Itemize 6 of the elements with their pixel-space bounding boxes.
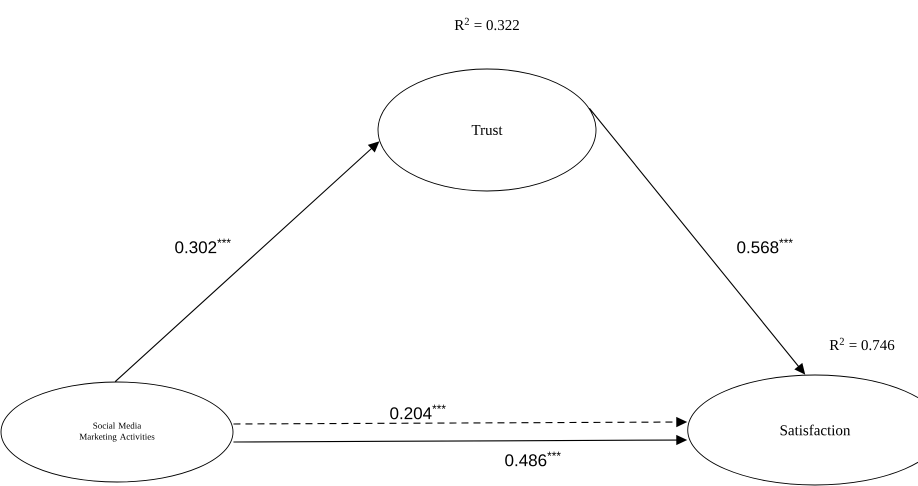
- edge-label: 0.204$^{***}$: [388, 404, 448, 420]
- r-squared-label: R$^{2}$ = 0.322: [454, 18, 519, 30]
- edge-label: 0.568$^{***}$: [736, 238, 794, 254]
- r-squared-label: R$^{2}$ = 0.746: [830, 338, 894, 350]
- edge-label: 0.486$^{***}$: [504, 450, 562, 468]
- edge-label: 0.302$^{***}$: [174, 238, 232, 254]
